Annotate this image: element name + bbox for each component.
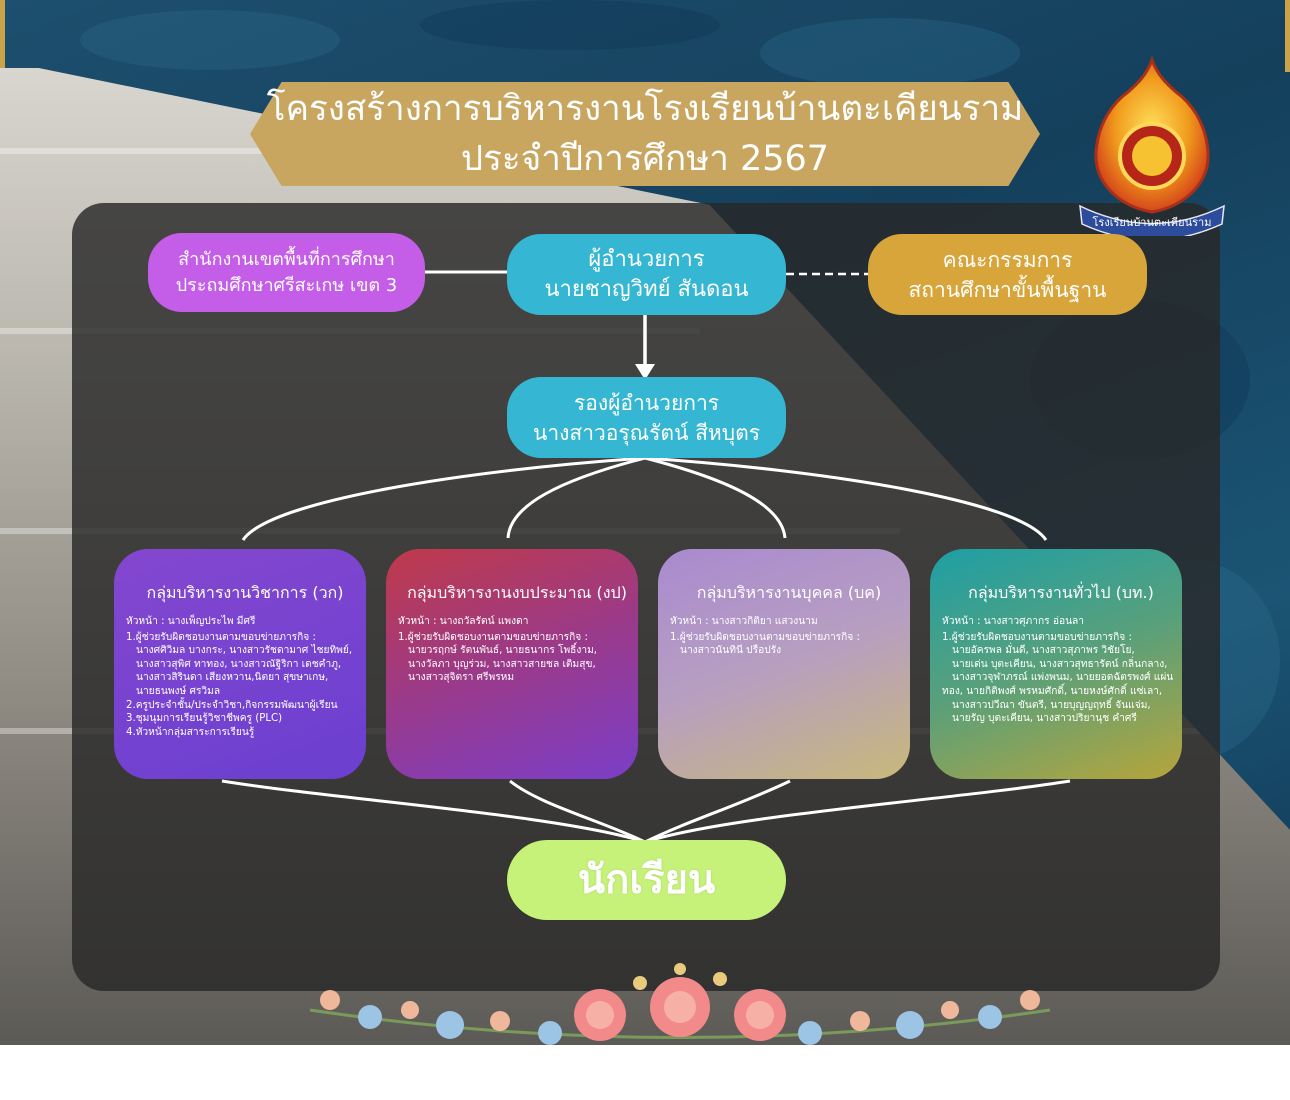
group-general: กลุ่มบริหารงานทั่วไป (บท.) หัวหน้า : นาง… [930, 549, 1182, 779]
group-budget: กลุ่มบริหารงานงบประมาณ (งป) หัวหน้า : นา… [386, 549, 638, 779]
budget-students-link [509, 779, 646, 844]
deputy-academic-link [241, 456, 646, 541]
group-personnel-title: กลุ่มบริหารงานบุคคล (บค) [696, 583, 882, 602]
school-name-ribbon: โรงเรียนบ้านตะเคียนราม [1093, 215, 1212, 229]
group-budget-head: หัวหน้า : นางถวัลรัตน์ แพงดา [398, 616, 529, 627]
list-item: 3.ชุมนุมการเรียนรู้วิชาชีพครู (PLC) [126, 713, 283, 725]
list-item: ทอง, นายกิติพงศ์ พรหมศักดิ์, นายหงษ์ศักด… [942, 685, 1163, 697]
deputy-director-node: รองผู้อำนวยการ นางสาวอรุณรัตน์ สีหบุตร [507, 377, 786, 458]
group-personnel: กลุ่มบริหารงานบุคคล (บค) หัวหน้า : นางสา… [658, 549, 910, 779]
list-item: นางสาวสุพิศ ทาทอง, นางสาวณัฐิริกา เดชคำภ… [136, 658, 342, 670]
group-academic-title: กลุ่มบริหารงานวิชาการ (วก) [146, 583, 344, 602]
director-node: ผู้อำนวยการ นายชาญวิทย์ สันดอน [507, 234, 786, 315]
title-line-2: ประจำปีการศึกษา 2567 [460, 139, 830, 179]
academic-students-link [221, 779, 646, 844]
director-name: นายชาญวิทย์ สันดอน [544, 276, 749, 302]
list-item: นางสาวสุจิตรา ศรีพรหม [408, 672, 515, 684]
camo-spot [420, 0, 720, 50]
list-item: นายธนพงษ์ ศรวิมล [136, 685, 221, 697]
list-item: 1.ผู้ช่วยรับผิดชอบงานตามขอบข่ายภารกิจ : [398, 631, 588, 643]
school-emblem-icon: โรงเรียนบ้านตะเคียนราม [1079, 56, 1225, 236]
arrow-down-icon [635, 364, 655, 380]
group-general-head: หัวหน้า : นางสาวศุภากร อ่อนลา [942, 616, 1085, 627]
district-office-line-1: สำนักงานเขตพื้นที่การศึกษา [178, 248, 395, 270]
list-item: 2.ครูประจำชั้น/ประจำวิชา,กิจกรรมพัฒนาผู้… [126, 699, 338, 711]
page-title: โครงสร้างการบริหารงานโรงเรียนบ้านตะเคียน… [250, 84, 1040, 184]
group-academic-head: หัวหน้า : นางเพ็ญประไพ มีศรี [126, 616, 256, 627]
list-item: นางสาวจุฬาภรณ์ แพ่งพนม, นายยอดฉัตรพงศ์ แ… [952, 672, 1174, 684]
gold-edge-left [0, 0, 5, 72]
list-item: 1.ผู้ช่วยรับผิดชอบงานตามขอบข่ายภารกิจ : [670, 631, 860, 643]
committee-line-2: สถานศึกษาขั้นพื้นฐาน [908, 277, 1107, 302]
group-academic: กลุ่มบริหารงานวิชาการ (วก) หัวหน้า : นาง… [114, 549, 366, 779]
list-item: นางสาวสิรินดา เสียงหวาน,นิตยา สุขษาเกษ, [136, 672, 329, 684]
list-item: นายวรฤกษ์ รัตนพันธ์, นายธนากร โพธิ์งาม, [408, 645, 598, 657]
deputy-personnel-link [644, 456, 787, 539]
students-node: นักเรียน [507, 840, 786, 920]
group-general-body: หัวหน้า : นางสาวศุภากร อ่อนลา 1.ผู้ช่วยร… [942, 615, 1176, 726]
list-item: 1.ผู้ช่วยรับผิดชอบงานตามขอบข่ายภารกิจ : [942, 631, 1132, 643]
director-title: ผู้อำนวยการ [588, 246, 705, 272]
group-personnel-body: หัวหน้า : นางสาวกิติยา แสวงนาม 1.ผู้ช่วย… [670, 615, 904, 658]
list-item: นางวัลภา บุญร่วม, นางสาวสายชล เติมสุข, [408, 658, 596, 670]
district-office-line-2: ประถมศึกษาศรีสะเกษ เขต 3 [175, 274, 398, 296]
building-stripe [0, 148, 500, 154]
title-banner [250, 82, 1040, 186]
deputy-general-link [644, 456, 1048, 541]
group-budget-body: หัวหน้า : นางถวัลรัตน์ แพงดา 1.ผู้ช่วยรั… [398, 615, 632, 685]
list-item: นายอัครพล มั่นดี, นางสาวสุภาพร วิชัยโย, [952, 645, 1135, 657]
personnel-students-link [644, 779, 791, 844]
district-office-node: สำนักงานเขตพื้นที่การศึกษา ประถมศึกษาศรี… [148, 233, 425, 312]
group-personnel-head: หัวหน้า : นางสาวกิติยา แสวงนาม [670, 616, 818, 627]
list-item: นางสาวปวีณา ขันตรี, นายบุญญฤทธิ์ จันแจ่ม… [952, 699, 1151, 711]
gold-edge-right [1285, 0, 1290, 72]
list-item: นางศศิวิมล บางกระ, นางสาวรัชดามาศ ไชยทิพ… [136, 645, 353, 657]
list-item: นายรัญ บุตะเคียน, นางสาวปริยานุช คำศรี [952, 713, 1137, 725]
camo-spot [80, 10, 340, 70]
list-item: 4.หัวหน้ากลุ่มสาระการเรียนรู้ [126, 726, 255, 738]
committee-node: คณะกรรมการ สถานศึกษาขั้นพื้นฐาน [868, 234, 1147, 315]
group-budget-title: กลุ่มบริหารงานงบประมาณ (งป) [407, 583, 627, 602]
deputy-name: นางสาวอรุณรัตน์ สีหบุตร [532, 420, 761, 445]
general-students-link [644, 779, 1071, 844]
deputy-title: รองผู้อำนวยการ [573, 390, 720, 415]
committee-line-1: คณะกรรมการ [942, 247, 1073, 272]
group-general-title: กลุ่มบริหารงานทั่วไป (บท.) [968, 583, 1154, 602]
title-line-1: โครงสร้างการบริหารงานโรงเรียนบ้านตะเคียน… [266, 89, 1024, 129]
flower-garland-decoration [309, 963, 1051, 1045]
students-label: นักเรียน [577, 857, 716, 903]
list-item: นายเด่น บุตะเคียน, นางสาวสุทธารัตน์ กลิ่… [952, 658, 1168, 670]
deputy-budget-link [506, 456, 646, 539]
list-item: 1.ผู้ช่วยรับผิดชอบงานตามขอบข่ายภารกิจ : [126, 631, 316, 643]
list-item: นางสาวนันทินี ปรือปรัง [680, 645, 782, 657]
camo-spot [760, 18, 1020, 88]
group-academic-body: หัวหน้า : นางเพ็ญประไพ มีศรี 1.ผู้ช่วยรั… [126, 615, 360, 739]
